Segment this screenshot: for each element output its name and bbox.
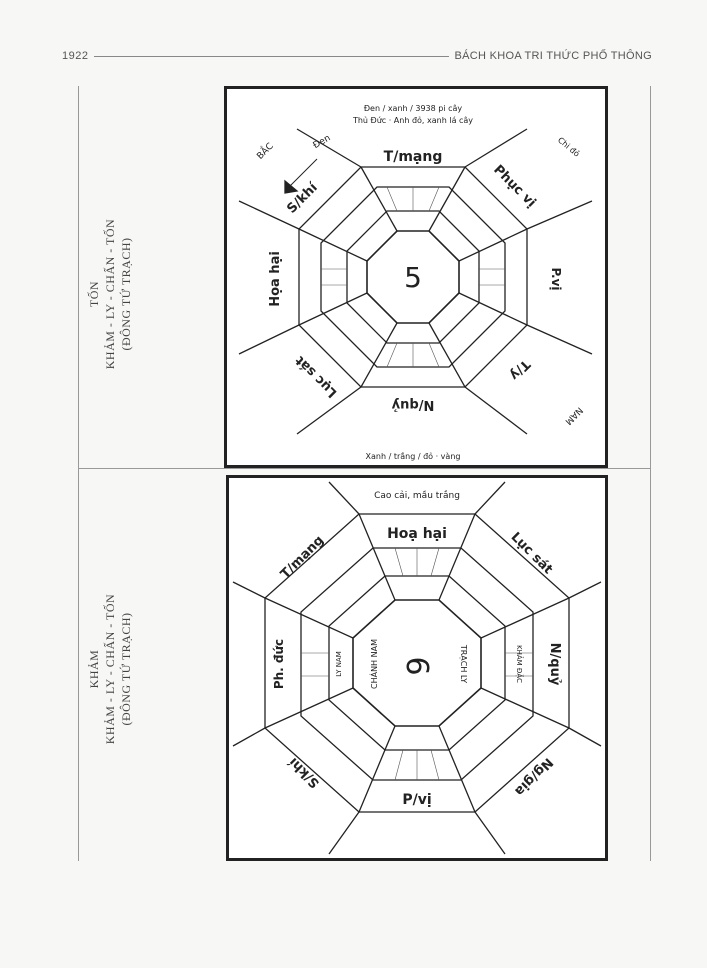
top-sector-bottom: N/quỷ (391, 397, 434, 412)
top-sector-right: P.vị (549, 267, 563, 290)
top-corner-north: BẮC (253, 139, 275, 161)
bottom-sector-top: Hoạ hại (387, 526, 447, 542)
bottom-center-number: 6 (399, 656, 434, 675)
page-number: 1922 (62, 50, 89, 62)
top-bottom-note: Xanh / trắng / đỏ · vàng (366, 451, 461, 461)
top-panel-label: TỐN KHẢM - LY - CHẤN - TỐN (ĐÔNG TỨ TRẠC… (86, 164, 134, 424)
bottom-top-note: Cao cải, mầu trắng (374, 490, 460, 501)
top-sector-top-right: Phục vị (490, 162, 538, 210)
bottom-sector-right: N/quỷ (547, 643, 562, 686)
bottom-label-line-3: (ĐÔNG TỨ TRẠCH) (119, 612, 133, 726)
bottom-sector-bottom-right: Ng/gia (511, 754, 555, 798)
frame-right-line (650, 86, 651, 861)
bottom-inner-1: CHÁNH NAM (368, 639, 379, 689)
top-sector-left: Họa hại (268, 251, 283, 307)
frame-left-line (78, 86, 79, 861)
top-corner-top-right: Chi đỏ (556, 135, 582, 159)
top-corner-south: NAM (563, 405, 585, 427)
bottom-sector-left: Ph. đức (272, 639, 286, 689)
bottom-sector-top-right: Lục sát (508, 530, 556, 578)
bottom-inner-3: KHẢM ĐẶC (515, 645, 524, 683)
book-title: BÁCH KHOA TRI THỨC PHỔ THÔNG (454, 50, 652, 62)
frame-divider-line (78, 468, 650, 469)
bottom-sector-top-left: T/mạng (278, 533, 327, 582)
bottom-inner-2: TRẠCH LY (458, 644, 468, 683)
top-diagram: 5 Đen / xanh / 3938 pi cây Thủ Đức · Anh… (224, 86, 608, 468)
header-rule (94, 55, 449, 57)
bottom-diagram: 6 CHÁNH NAM TRẠCH LY KHẢM ĐẶC LY NAM Cao… (226, 475, 608, 861)
top-center-number: 5 (404, 261, 422, 294)
top-note-1: Đen / xanh / 3938 pi cây (364, 104, 463, 113)
top-sector-top: T/mạng (384, 149, 443, 165)
bottom-label-line-2: KHẢM - LY - CHẤN - TỐN (103, 593, 117, 745)
bottom-panel-label: KHẢM KHẢM - LY - CHẤN - TỐN (ĐÔNG TỨ TRẠ… (86, 539, 134, 799)
bottom-inner-4: LY NAM (335, 651, 343, 677)
bottom-sector-bottom-left: S/khí (285, 753, 322, 790)
top-sector-bottom-right: T/y (506, 356, 533, 383)
top-label-line-2: KHẢM - LY - CHẤN - TỐN (103, 218, 117, 370)
bottom-sector-bottom: P/vị (402, 792, 431, 808)
bottom-label-line-1: KHẢM (87, 649, 101, 689)
page-header: 1922 BÁCH KHOA TRI THỨC PHỔ THÔNG (62, 47, 652, 65)
top-label-line-1: TỐN (87, 280, 101, 308)
top-note-2: Thủ Đức · Anh đỏ, xanh lá cây (352, 115, 473, 125)
top-label-line-3: (ĐÔNG TỨ TRẠCH) (119, 237, 133, 351)
